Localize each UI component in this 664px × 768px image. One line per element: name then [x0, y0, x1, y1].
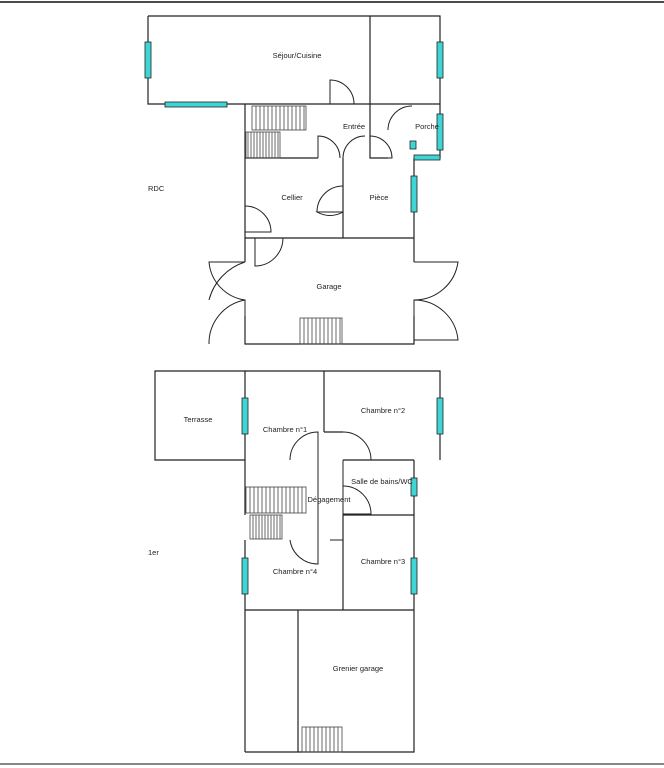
- room-label-chambre4: Chambre n°4: [273, 567, 317, 576]
- room-label-grenier: Grenier garage: [333, 664, 383, 673]
- door-entree-porche: [369, 135, 393, 159]
- garage-door-left: [208, 261, 246, 345]
- garage-door-right: [413, 261, 459, 341]
- door-sdb: [342, 485, 372, 515]
- door-sejour-entree: [329, 79, 355, 105]
- stairs-rdc-upper: [251, 105, 307, 131]
- door-porche: [387, 105, 413, 131]
- sejour-walls: [147, 15, 441, 105]
- window-chambre3: [410, 557, 418, 595]
- room-label-chambre2: Chambre n°2: [361, 406, 405, 415]
- stairs-1er-lower: [249, 514, 283, 540]
- window-porche-small: [409, 140, 417, 150]
- window-piece: [410, 175, 418, 213]
- room-label-chambre1: Chambre n°1: [263, 425, 307, 434]
- door-cellier-piece: [315, 185, 344, 216]
- window-porche-right: [436, 113, 444, 151]
- door-entree-cellier: [317, 135, 341, 159]
- window-sejour-left: [144, 41, 152, 79]
- room-label-sejour: Séjour/Cuisine: [273, 51, 322, 60]
- ground-floor: Séjour/Cuisine Entrée Porche Cellier Piè…: [144, 15, 459, 345]
- window-porche-bottom: [413, 154, 441, 161]
- door-chambre1: [289, 431, 319, 461]
- door-chambre4: [289, 539, 319, 565]
- room-label-cellier: Cellier: [281, 193, 303, 202]
- level-label-rdc: RDC: [148, 184, 165, 193]
- stairs-rdc-lower: [245, 131, 281, 159]
- room-label-terrasse: Terrasse: [184, 415, 213, 424]
- window-sejour-right: [436, 41, 444, 79]
- door-chambre2: [342, 431, 372, 461]
- room-label-chambre3: Chambre n°3: [361, 557, 405, 566]
- stairs-grenier: [301, 726, 343, 753]
- room-label-sdb: Salle de bains/WC: [351, 477, 413, 486]
- first-floor: Terrasse Chambre n°1 Chambre n°2 Salle d…: [148, 370, 444, 753]
- level-label-1er: 1er: [148, 548, 159, 557]
- garage-walls: [244, 237, 415, 345]
- room-label-porche: Porche: [415, 122, 439, 131]
- window-chambre4: [241, 557, 249, 595]
- door-entree-piece: [342, 135, 366, 159]
- door-cellier-garage: [254, 237, 284, 267]
- room-label-piece: Pièce: [370, 193, 389, 202]
- upper-rooms-walls: [244, 370, 441, 753]
- door-degagement: [317, 460, 344, 541]
- window-chambre1: [241, 397, 249, 435]
- room-label-degagement: Dégagement: [308, 495, 352, 504]
- window-chambre2: [436, 397, 444, 435]
- room-label-entree: Entrée: [343, 122, 365, 131]
- window-sdb: [410, 477, 418, 497]
- room-label-garage: Garage: [316, 282, 341, 291]
- door-cellier: [244, 205, 272, 233]
- stairs-1er-upper: [245, 486, 307, 514]
- window-sejour-bottom: [164, 101, 228, 108]
- stairs-garage: [299, 317, 343, 345]
